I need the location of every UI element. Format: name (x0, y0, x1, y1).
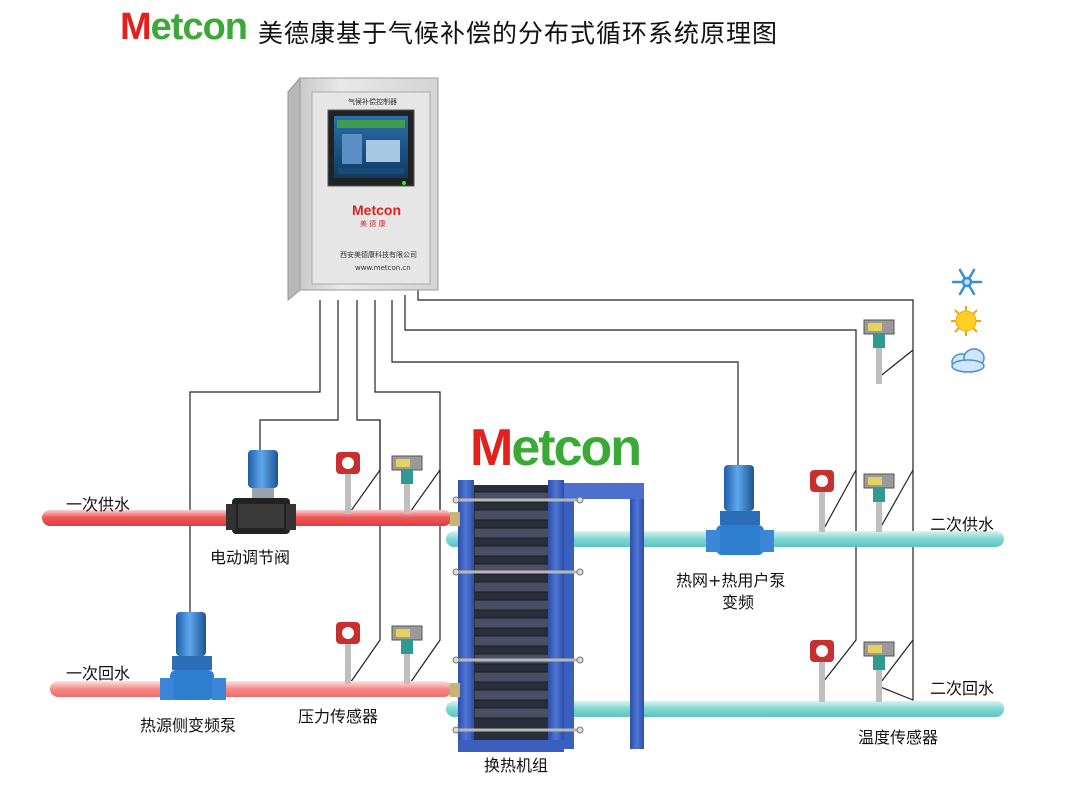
label-pressure-sensor: 压力传感器 (298, 707, 379, 726)
cabinet-logo-rest: etcon (363, 202, 402, 218)
label-temperature-sensor: 温度传感器 (858, 728, 939, 747)
pressure-sensor-secondary-return (810, 640, 834, 702)
exchanger-logo-m: M (470, 419, 513, 477)
label-heat-exchanger: 换热机组 (484, 756, 549, 775)
cabinet-company: 西安美德康科技有限公司 (340, 251, 417, 259)
controller-cabinet (286, 76, 439, 302)
label-heat-source-pump: 热源侧变频泵 (140, 716, 237, 735)
cloud-icon (951, 348, 985, 373)
label-primary-supply: 一次供水 (66, 495, 131, 514)
title-logo-rest: etcon (150, 6, 248, 48)
network-pump (706, 465, 774, 555)
snowflake-icon (951, 268, 983, 296)
cabinet-brand-cn: 美 德 康 (360, 220, 386, 228)
pressure-sensor-secondary-supply (810, 470, 834, 532)
primary-return-pipe (50, 681, 452, 697)
cabinet-logo-m: M (352, 202, 364, 218)
pressure-sensor-supply (336, 452, 360, 514)
cabinet-header: 气候补偿控制器 (348, 98, 397, 106)
secondary-return-pipe (446, 701, 1004, 717)
temperature-sensor-secondary-return (863, 641, 895, 702)
temperature-sensor-primary-supply (391, 455, 423, 514)
electric-valve (226, 450, 296, 534)
page-title: 美德康基于气候补偿的分布式循环系统原理图 (258, 19, 779, 48)
heat-exchanger (450, 480, 644, 752)
title-logo: Metcon (120, 6, 248, 49)
cabinet-logo: Metcon (352, 202, 401, 218)
exchanger-logo-rest: etcon (511, 419, 642, 477)
exchanger-logo: Metcon (470, 418, 642, 478)
label-primary-return: 一次回水 (66, 664, 131, 683)
temperature-sensor-primary-return (391, 625, 423, 684)
label-network-pump-line2: 变频 (722, 593, 755, 612)
pressure-sensor-return (336, 622, 360, 684)
sun-icon (951, 306, 981, 336)
title-logo-m: M (120, 6, 152, 48)
temperature-sensor-outdoor (863, 319, 895, 384)
label-secondary-supply: 二次供水 (930, 515, 995, 534)
control-wires (189, 290, 914, 701)
label-secondary-return: 二次回水 (930, 679, 995, 698)
label-electric-valve: 电动调节阀 (210, 548, 291, 567)
label-network-pump-line1: 热网+热用户泵 (676, 571, 786, 590)
heat-source-pump (160, 612, 226, 700)
cabinet-website: www.metcon.cn (355, 264, 411, 272)
temperature-sensor-secondary-supply (863, 473, 895, 532)
